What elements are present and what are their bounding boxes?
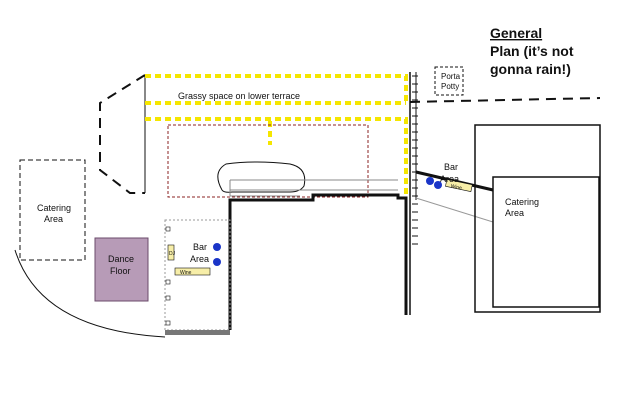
catering-area-left-box: [19, 159, 86, 261]
bar-right-marker-1: [426, 177, 434, 185]
porta-potty-box: [434, 66, 464, 96]
bar-left-marker-1: [213, 243, 221, 251]
wine-table-right: [445, 179, 473, 192]
bar-area-right: Wine Bar Area: [415, 162, 494, 223]
catering-right-label-1: Catering: [505, 197, 539, 207]
bar-left-label-2: Area: [190, 254, 209, 264]
catering-left-label-1: Catering: [37, 203, 71, 213]
lower-terrace-boundary: [99, 74, 146, 194]
property-boundary-line: [409, 97, 601, 103]
porta-potty-label-1: Porta: [441, 72, 461, 81]
grassy-space-label: Grassy space on lower terrace: [178, 91, 300, 101]
stairs: [229, 179, 398, 197]
wine-table-left: [174, 267, 211, 276]
porta-potty: Porta Potty: [434, 66, 464, 96]
title-line-2: Plan (it’s not: [490, 43, 574, 59]
bar-right-label-1: Bar: [444, 162, 458, 172]
dance-floor-label-2: Floor: [110, 266, 131, 276]
string-lights-upper: [145, 74, 408, 102]
bar-left-marker-2: [213, 258, 221, 266]
wine-table-left-label: Wine: [180, 270, 192, 276]
dance-floor: Dance Floor: [94, 237, 149, 302]
plan-title: General Plan (it’s not gonna rain!): [490, 25, 574, 77]
bar-left-label-1: Bar: [193, 242, 207, 252]
lawn-curve: [14, 249, 166, 338]
tent-outline: [167, 124, 369, 198]
bar-right-marker-2: [434, 181, 442, 189]
bar-area-left: DJ Wine Bar Area: [164, 219, 231, 335]
string-lights-lower: [145, 117, 408, 198]
catering-right-label-2: Area: [505, 208, 524, 218]
upper-terrace-wall: [228, 193, 408, 330]
title-line-3: gonna rain!): [490, 61, 571, 77]
bar-right-label-2: Area: [440, 174, 459, 184]
catering-area-left: Catering Area: [19, 159, 86, 261]
porta-potty-label-2: Potty: [441, 82, 459, 91]
tree-planter: [217, 161, 306, 193]
patio-outline: [164, 219, 231, 331]
dance-floor-box: [94, 237, 149, 302]
building-inner: [492, 176, 600, 308]
dj-table: [167, 244, 175, 261]
dance-floor-label-1: Dance: [108, 254, 134, 264]
title-line-1: General: [490, 25, 542, 41]
walkway-bottom: [415, 197, 494, 223]
building-outer: [474, 124, 601, 313]
catering-area-right: Catering Area: [474, 124, 601, 313]
catering-left-label-2: Area: [44, 214, 63, 224]
patio-step: [165, 330, 230, 335]
retaining-wall: [409, 72, 418, 315]
dj-table-label: DJ: [169, 251, 176, 257]
wine-table-right-label: Wine: [450, 183, 463, 191]
